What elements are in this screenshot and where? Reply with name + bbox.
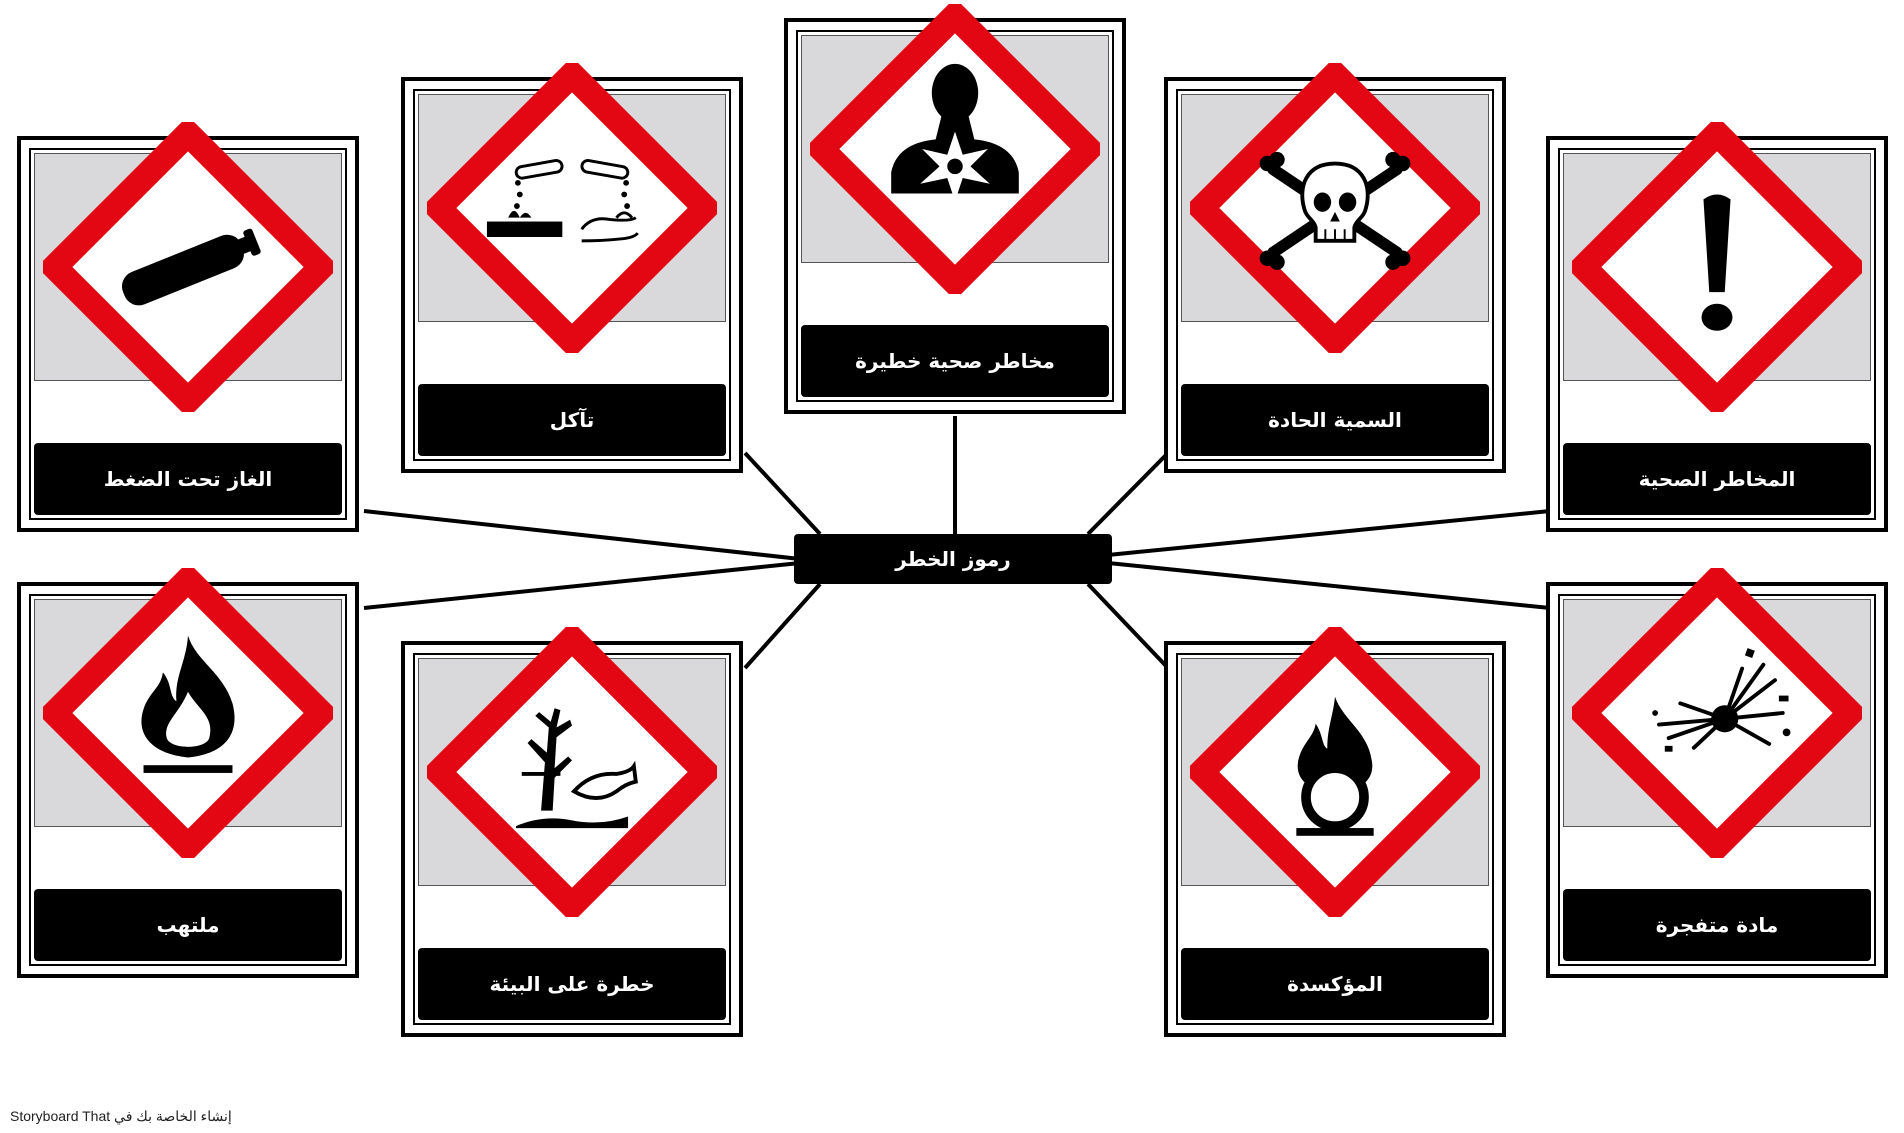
hazard-card-corrosion: تآكل [401,63,743,473]
hazard-card-acute-toxicity: السمية الحادة [1164,63,1506,473]
hazard-card-health-hazard: المخاطر الصحية [1546,122,1888,532]
pictogram-panel [801,4,1109,294]
health-hazard-icon [810,4,1100,294]
hazard-card-serious-health-hazard: مخاطر صحية خطيرة [784,4,1126,414]
card-label: مخاطر صحية خطيرة [801,325,1109,397]
hazard-card-explosive: مادة متفجرة [1546,568,1888,978]
card-label: المخاطر الصحية [1563,443,1871,515]
card-label: السمية الحادة [1181,384,1489,456]
card-label: الغاز تحت الضغط [34,443,342,515]
skull-crossbones-icon [1190,63,1480,353]
pictogram-panel [418,627,726,917]
hazard-card-compressed-gas: الغاز تحت الضغط [17,122,359,532]
pictogram-panel [1181,63,1489,353]
pictogram-panel [1563,568,1871,858]
gas-cylinder-icon [43,122,333,412]
pictogram-panel [34,568,342,858]
flame-icon [43,568,333,858]
environment-icon [427,627,717,917]
pictogram-panel [34,122,342,412]
pictogram-panel [418,63,726,353]
pictogram-panel [1181,627,1489,917]
footer-credit: إنشاء الخاصة بك في Storyboard That [10,1108,232,1124]
hazard-card-oxidizer: المؤكسدة [1164,627,1506,1037]
exploding-bomb-icon [1572,568,1862,858]
card-label: المؤكسدة [1181,948,1489,1020]
card-label: مادة متفجرة [1563,889,1871,961]
corrosion-icon [427,63,717,353]
card-label: خطرة على البيئة [418,948,726,1020]
exclamation-icon [1572,122,1862,412]
card-label: ملتهب [34,889,342,961]
hazard-card-environmental-hazard: خطرة على البيئة [401,627,743,1037]
hazard-card-flammable: ملتهب [17,568,359,978]
card-label: تآكل [418,384,726,456]
center-hub: رموز الخطر [794,534,1112,584]
center-hub-label: رموز الخطر [895,547,1011,571]
pictogram-panel [1563,122,1871,412]
flame-over-circle-icon [1190,627,1480,917]
